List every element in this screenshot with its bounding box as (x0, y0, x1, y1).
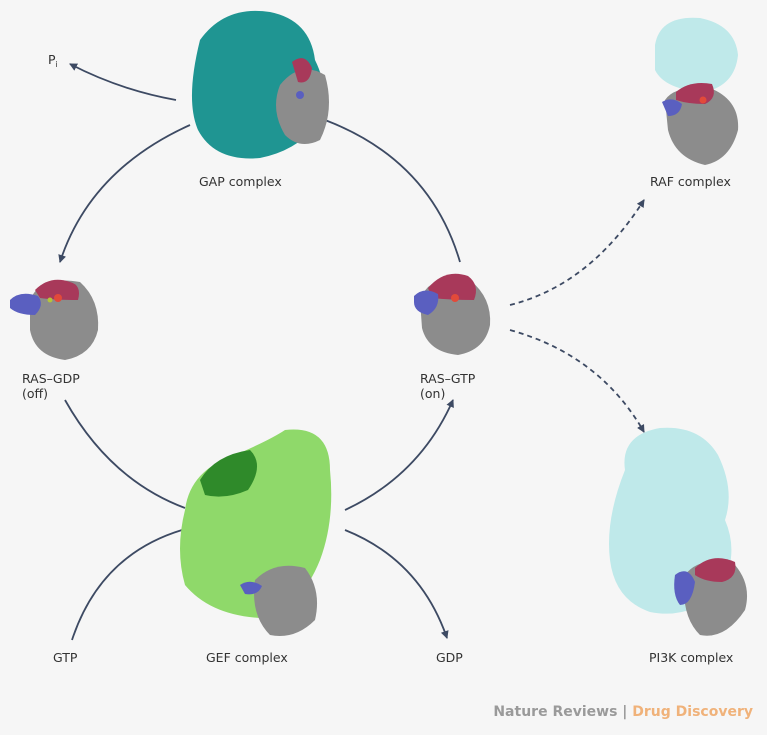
pi3k-complex-label: PI3K complex (649, 650, 733, 665)
pi-label: Pi (48, 52, 58, 69)
raf-complex-label: RAF complex (650, 174, 731, 189)
ras-gdp-label: RAS–GDP (22, 371, 80, 386)
gtp-label: GTP (53, 650, 78, 665)
raf-complex-structure (655, 17, 739, 165)
ras-gtp-label: RAS–GTP (420, 371, 476, 386)
logo-separator: | (622, 704, 628, 720)
ras-gtp-state-label: (on) (420, 386, 445, 401)
ras-gdp-state-label: (off) (22, 386, 48, 401)
gef-complex-label: GEF complex (206, 650, 288, 665)
journal-logo: Nature Reviews | Drug Discovery (493, 704, 753, 720)
logo-title: Drug Discovery (632, 704, 753, 720)
logo-journal: Nature Reviews (493, 704, 618, 720)
gef-complex-structure (180, 429, 332, 636)
arrow-gap-to-ras-gdp (58, 124, 191, 263)
ras-gdp-structure (10, 279, 99, 360)
gap-complex-label: GAP complex (199, 174, 282, 189)
pi3k-complex-structure (609, 427, 748, 636)
arrow-ras-gtp-to-gap (324, 119, 461, 263)
ras-gtp-structure (414, 273, 491, 355)
arrow-gtp-to-gef (71, 529, 183, 641)
arrow-ras-gdp-to-gef (64, 399, 186, 509)
arrow-gef-to-gdp (344, 529, 449, 639)
gap-complex-structure (191, 10, 329, 159)
gdp-label: GDP (436, 650, 463, 665)
arrow-gap-to-pi (69, 63, 177, 101)
dashed-arrow-to-raf (509, 199, 645, 306)
arrow-gef-to-ras-gtp (344, 399, 454, 511)
dashed-arrow-to-pi3k (509, 329, 645, 433)
